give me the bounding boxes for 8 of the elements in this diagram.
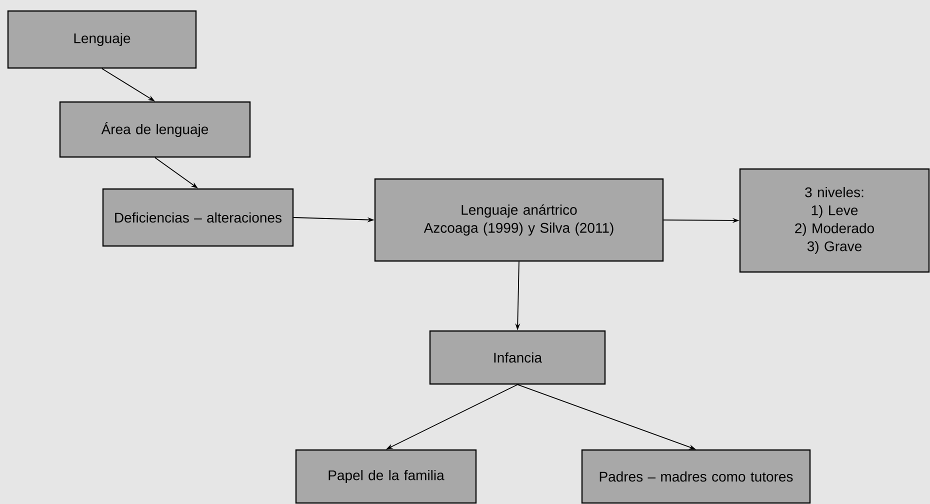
concept-box: Lenguaje anártrico Azcoaga (1999) y Silva (2011) — [374, 178, 664, 262]
concept-box: Área de lenguaje — [59, 101, 251, 158]
concept-box: Infancia — [429, 330, 606, 385]
concept-box: 3 niveles: 1) Leve 2) Moderado 3) Grave — [739, 168, 930, 273]
concept-box: Deficiencias – alteraciones — [102, 188, 294, 247]
concept-box: Lenguaje — [7, 10, 197, 69]
concept-box: Padres – madres como tutores — [581, 449, 811, 504]
concept-box: Papel de la familia — [295, 449, 477, 504]
